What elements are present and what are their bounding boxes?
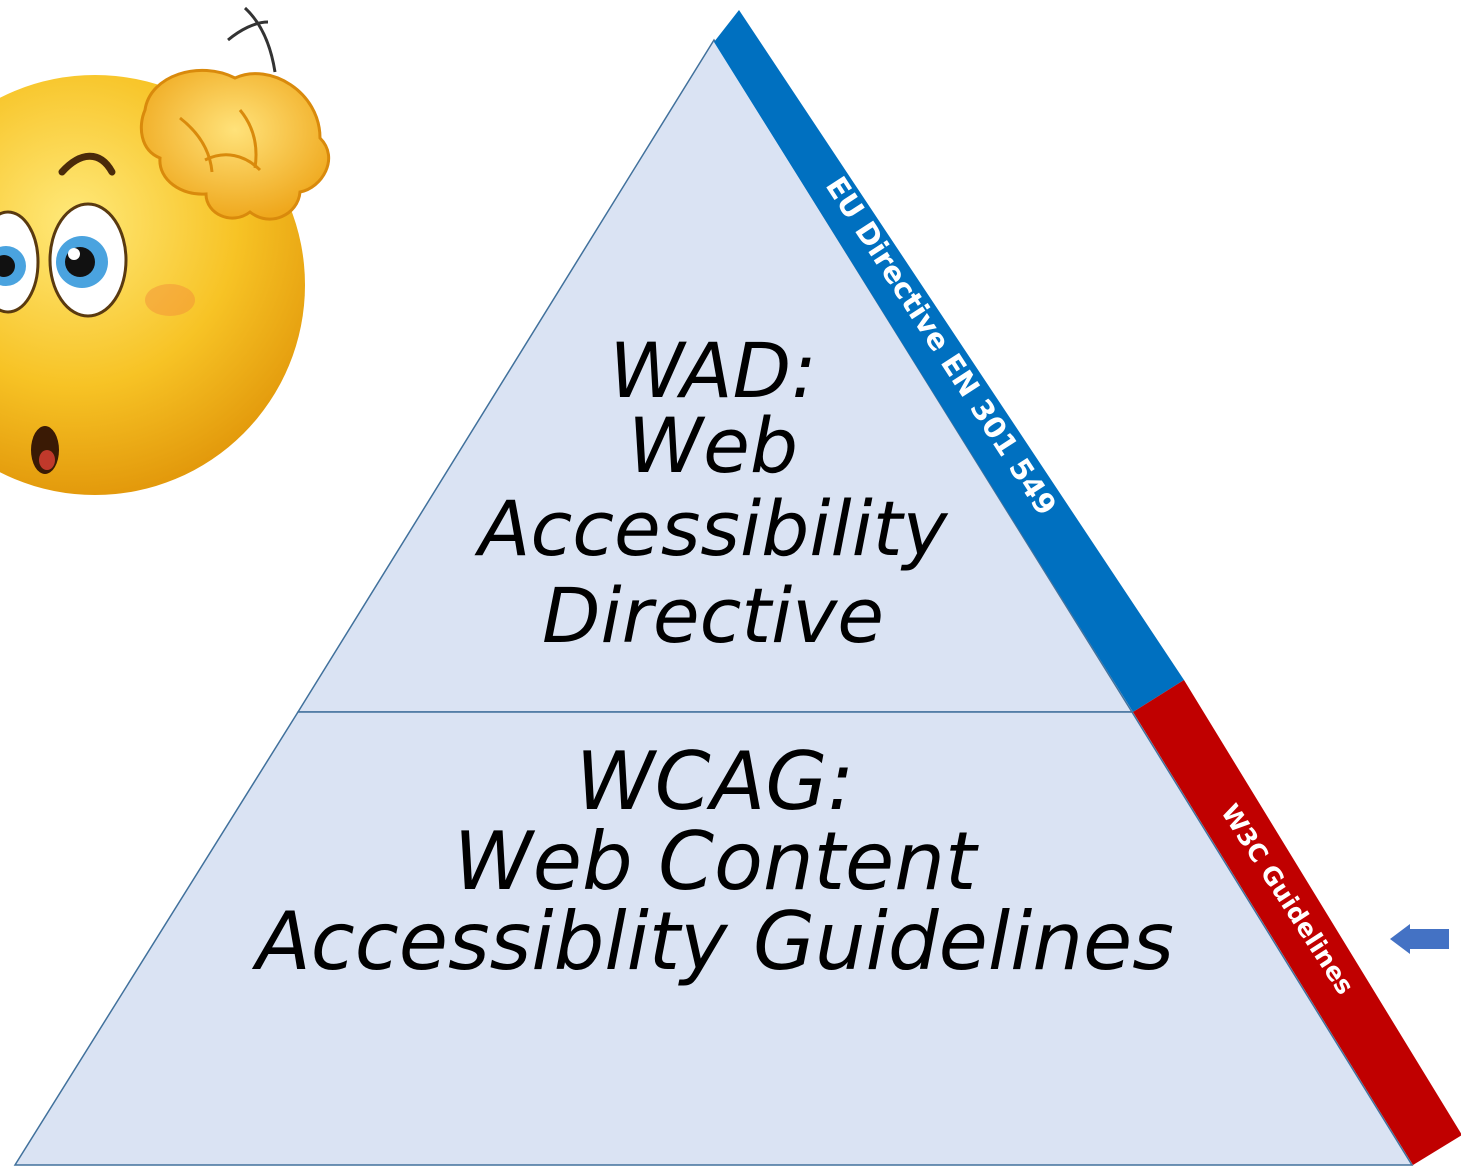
confused-face-icon <box>0 6 331 495</box>
bottom-tier-shape <box>13 711 1414 1166</box>
wad-line-2: Accessibility <box>478 484 948 573</box>
wad-line-1: Web <box>627 401 799 490</box>
wcag-title: WCAG: <box>575 735 855 828</box>
w3c-guidelines-band <box>1133 680 1461 1165</box>
arrow-left-icon <box>1390 924 1449 954</box>
wcag-line-2: Accessiblity Guidelines <box>256 895 1174 988</box>
eu-directive-band <box>714 10 1184 712</box>
wad-title: WAD: <box>609 326 817 415</box>
wad-line-3: Directive <box>541 571 885 660</box>
wcag-line-1: Web Content <box>453 815 977 908</box>
